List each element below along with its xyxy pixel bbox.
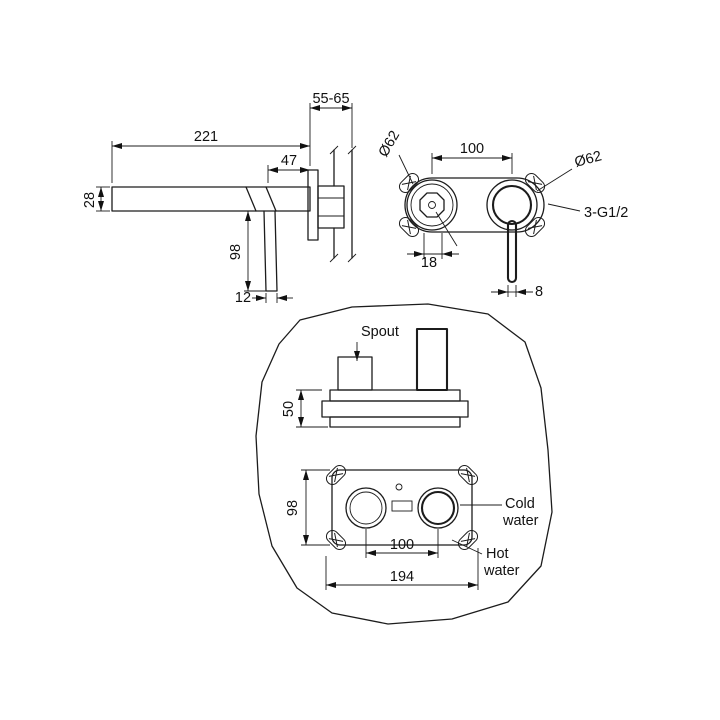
dim-handle-offset: 47 (267, 153, 310, 183)
dim-spout-height-label: 28 (82, 192, 98, 208)
dim-overall-width-label: 194 (390, 569, 414, 585)
side-view: 221 47 55-65 28 98 (82, 91, 357, 306)
dim-spout-height: 28 (82, 186, 110, 212)
dim-handle-offset-label: 47 (281, 153, 297, 169)
rough-in-front-body (323, 462, 481, 553)
dim-handle-tip-width-label: 12 (235, 290, 251, 306)
label-thread: 3-G1/2 (547, 203, 628, 221)
dim-center-distance-top: 100 (431, 141, 513, 174)
dim-wall-depth-label: 55-65 (312, 91, 349, 107)
cold-water-label-line2: water (502, 513, 539, 529)
dim-handle-tip-width: 12 (235, 290, 293, 306)
dim-body-depth-label: 50 (281, 401, 297, 417)
dim-wall-depth-range: 55-65 (310, 91, 353, 148)
dim-body-depth: 50 (281, 389, 328, 428)
dim-handle-drop-label: 98 (228, 244, 244, 260)
dim-lever-width: 8 (491, 284, 543, 300)
cold-valve-port (417, 487, 459, 529)
cold-water-label-line1: Cold (505, 496, 535, 512)
dim-offset-label: 18 (421, 255, 437, 271)
label-right-diameter: Ø62 (536, 148, 604, 192)
dim-body-height: 98 (285, 469, 330, 546)
center-window (391, 500, 413, 512)
mounting-plate (404, 177, 545, 233)
dim-lever-width-label: 8 (535, 284, 543, 300)
cartridge-octagon (419, 192, 445, 218)
rough-in-side-assembly (321, 327, 469, 428)
left-port (406, 179, 458, 231)
cold-water-callout: Cold water (460, 496, 539, 529)
dim-offset-18: 18 (407, 211, 459, 271)
dim-spout-length: 221 (111, 103, 311, 183)
hot-water-label-line1: Hot (486, 546, 509, 562)
in-wall-valve-body (317, 185, 345, 229)
wall-section (329, 145, 357, 263)
spout-callout: Spout (354, 324, 399, 361)
spout-label: Spout (361, 324, 399, 340)
handle-lever-front (506, 219, 518, 284)
hot-water-callout: Hot water (451, 539, 520, 579)
right-diameter-label: Ø62 (573, 148, 604, 171)
hot-valve-port (345, 487, 387, 529)
dim-body-height-label: 98 (285, 500, 301, 516)
wall-patch-outline (255, 303, 553, 625)
right-port (486, 179, 538, 284)
handle-lever-side (263, 210, 278, 292)
handle-joint-line (265, 186, 277, 212)
dim-center-distance-top-label: 100 (460, 141, 484, 157)
dim-spout-length-label: 221 (194, 129, 218, 145)
handle-joint-line (245, 186, 257, 212)
dim-overall-width: 194 (325, 548, 479, 590)
hot-water-label-line2: water (483, 563, 520, 579)
valve-body-front (331, 469, 473, 546)
spout-body (111, 186, 311, 212)
thread-label: 3-G1/2 (584, 205, 628, 221)
dim-center-distance-bottom: 100 (365, 529, 439, 558)
dim-center-distance-bottom-label: 100 (390, 537, 414, 553)
rough-in-view: Spout 50 (255, 303, 553, 625)
fixing-hole (395, 483, 403, 491)
valve-box-bottom (329, 416, 461, 428)
dim-handle-drop: 98 (228, 210, 266, 292)
